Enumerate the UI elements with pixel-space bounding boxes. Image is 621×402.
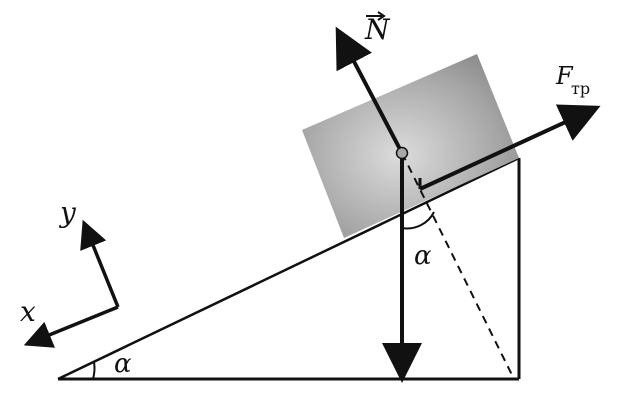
- x-axis-arrow: [23, 305, 119, 348]
- base-angle-arc: [92, 361, 96, 380]
- sliding-block: [302, 54, 519, 238]
- incline-hypotenuse: [57, 156, 520, 381]
- mid-angle-arc: [401, 211, 435, 230]
- x-axis-label: x: [20, 295, 36, 328]
- normal-force-label: N: [364, 13, 391, 46]
- normal-force-vector-head: [377, 11, 386, 21]
- y-axis-arrow: [80, 219, 120, 308]
- normal-force-arrow: [335, 26, 404, 154]
- mid-angle-label: α: [414, 241, 432, 271]
- friction-force-subscript: тр: [571, 79, 590, 98]
- normal-dashed-extension: [401, 152, 515, 380]
- friction-force-label: F: [555, 62, 574, 90]
- y-axis-label: y: [58, 196, 77, 229]
- center-of-mass-dot: [395, 146, 409, 160]
- friction-force-arrow: [419, 104, 601, 191]
- base-angle-label: α: [114, 349, 132, 379]
